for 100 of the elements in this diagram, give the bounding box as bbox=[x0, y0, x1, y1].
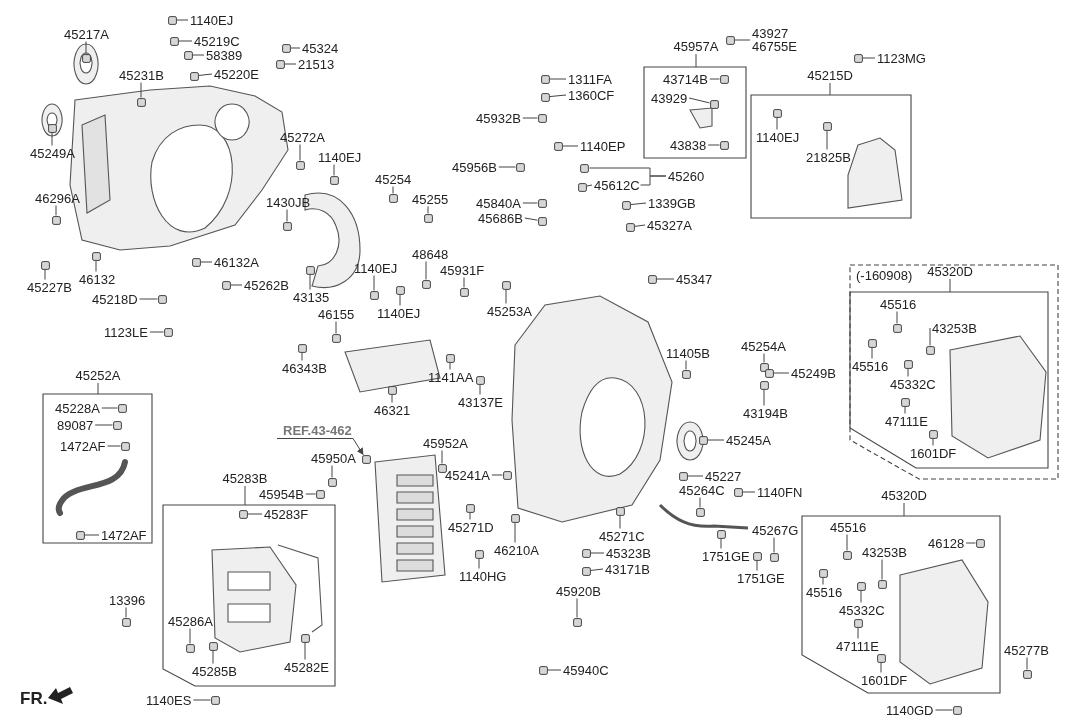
leader-line bbox=[427, 206, 429, 214]
part-number: 1140FN bbox=[757, 485, 803, 499]
leader-line bbox=[590, 568, 604, 571]
part-marker bbox=[853, 53, 863, 63]
part-marker bbox=[842, 550, 852, 560]
part-number: 45323B bbox=[606, 546, 651, 560]
part-marker bbox=[853, 618, 863, 628]
leader-line bbox=[176, 19, 189, 21]
part-number: 11405B bbox=[666, 346, 710, 360]
leader-line bbox=[479, 384, 481, 395]
part-marker bbox=[315, 489, 325, 499]
leader-line bbox=[904, 406, 906, 414]
leader-line bbox=[822, 577, 824, 585]
part-marker bbox=[681, 369, 691, 379]
part-number: 43927 bbox=[752, 27, 790, 40]
group-box bbox=[43, 369, 152, 543]
part-marker bbox=[577, 182, 587, 192]
leader-line bbox=[392, 186, 394, 194]
part-marker bbox=[772, 108, 782, 118]
leader-line bbox=[198, 73, 213, 76]
part-marker bbox=[725, 35, 735, 45]
part-marker bbox=[183, 50, 193, 60]
leader-line bbox=[590, 552, 605, 554]
leader-line bbox=[276, 438, 364, 456]
part-number: 45249A bbox=[30, 146, 75, 160]
part-marker bbox=[502, 470, 512, 480]
leader-line bbox=[449, 362, 451, 370]
leader-line bbox=[498, 166, 516, 168]
leader-line bbox=[881, 559, 883, 580]
part-number: 46132A bbox=[214, 255, 259, 269]
group-box bbox=[644, 40, 746, 158]
leader-line bbox=[860, 590, 862, 603]
part-number: 1140EJ bbox=[756, 130, 800, 144]
part-marker bbox=[764, 368, 774, 378]
leader-line bbox=[896, 311, 898, 324]
group-label: 45320D bbox=[927, 265, 973, 278]
part-marker bbox=[136, 97, 146, 107]
group-box bbox=[802, 489, 1000, 693]
leader-line bbox=[425, 261, 427, 280]
leader-line bbox=[862, 57, 876, 59]
part-marker bbox=[421, 279, 431, 289]
part-number: 45271D bbox=[448, 520, 494, 534]
part-marker bbox=[189, 71, 199, 81]
part-number: 1472AF bbox=[101, 528, 147, 542]
part-number: 21825B bbox=[806, 150, 851, 164]
leader-line bbox=[85, 41, 87, 54]
leader-line bbox=[230, 284, 243, 286]
leader-line bbox=[871, 347, 873, 359]
part-marker bbox=[300, 633, 310, 643]
part-number: 46321 bbox=[374, 403, 411, 417]
part-marker bbox=[678, 471, 688, 481]
part-number: 43253B bbox=[932, 321, 977, 335]
part-marker bbox=[331, 333, 341, 343]
part-marker bbox=[210, 695, 220, 705]
part-marker bbox=[867, 338, 877, 348]
leader-line bbox=[514, 522, 516, 543]
part-marker bbox=[185, 643, 195, 653]
leader-line bbox=[687, 475, 704, 477]
part-number: 45220E bbox=[214, 67, 259, 81]
part-number: 1123LE bbox=[104, 325, 148, 339]
part-marker bbox=[733, 487, 743, 497]
leader-line bbox=[562, 145, 579, 147]
part-number: 1311FA bbox=[568, 72, 612, 86]
leader-line bbox=[399, 294, 401, 306]
part-marker bbox=[295, 160, 305, 170]
part-marker bbox=[221, 280, 231, 290]
part-marker bbox=[120, 441, 130, 451]
part-number: 45932B bbox=[476, 111, 521, 125]
leader-line bbox=[140, 82, 142, 98]
part-number: 45228A bbox=[55, 401, 100, 415]
leader-line bbox=[630, 202, 647, 206]
leader-line bbox=[125, 607, 127, 618]
part-marker bbox=[538, 665, 548, 675]
part-number: 43135 bbox=[293, 290, 330, 304]
part-marker bbox=[423, 213, 433, 223]
leader-line bbox=[773, 537, 775, 553]
part-number: 45254 bbox=[375, 172, 412, 186]
part-number: 1140EP bbox=[580, 139, 626, 153]
part-number: 45324 bbox=[302, 41, 339, 55]
leader-line bbox=[826, 130, 828, 150]
part-number: 45254A bbox=[741, 339, 786, 353]
leader-line bbox=[335, 321, 337, 334]
leader-line bbox=[547, 669, 562, 671]
leader-line bbox=[84, 534, 100, 536]
part-number: 45260 bbox=[668, 169, 705, 183]
part-number: 46155 bbox=[318, 307, 355, 321]
leader-line bbox=[333, 164, 335, 176]
part-number: 45950A bbox=[311, 451, 356, 465]
leader-line bbox=[301, 352, 303, 361]
part-number: 45218D bbox=[92, 292, 138, 306]
part-marker bbox=[579, 163, 589, 173]
part-marker bbox=[169, 36, 179, 46]
part-number: 45327A bbox=[647, 218, 692, 232]
part-number: 45347 bbox=[676, 272, 713, 286]
part-marker bbox=[719, 140, 729, 150]
leader-line bbox=[247, 513, 263, 515]
part-marker bbox=[329, 175, 339, 185]
part-marker bbox=[719, 74, 729, 84]
part-number: 43171B bbox=[605, 562, 650, 576]
part-marker bbox=[928, 429, 938, 439]
